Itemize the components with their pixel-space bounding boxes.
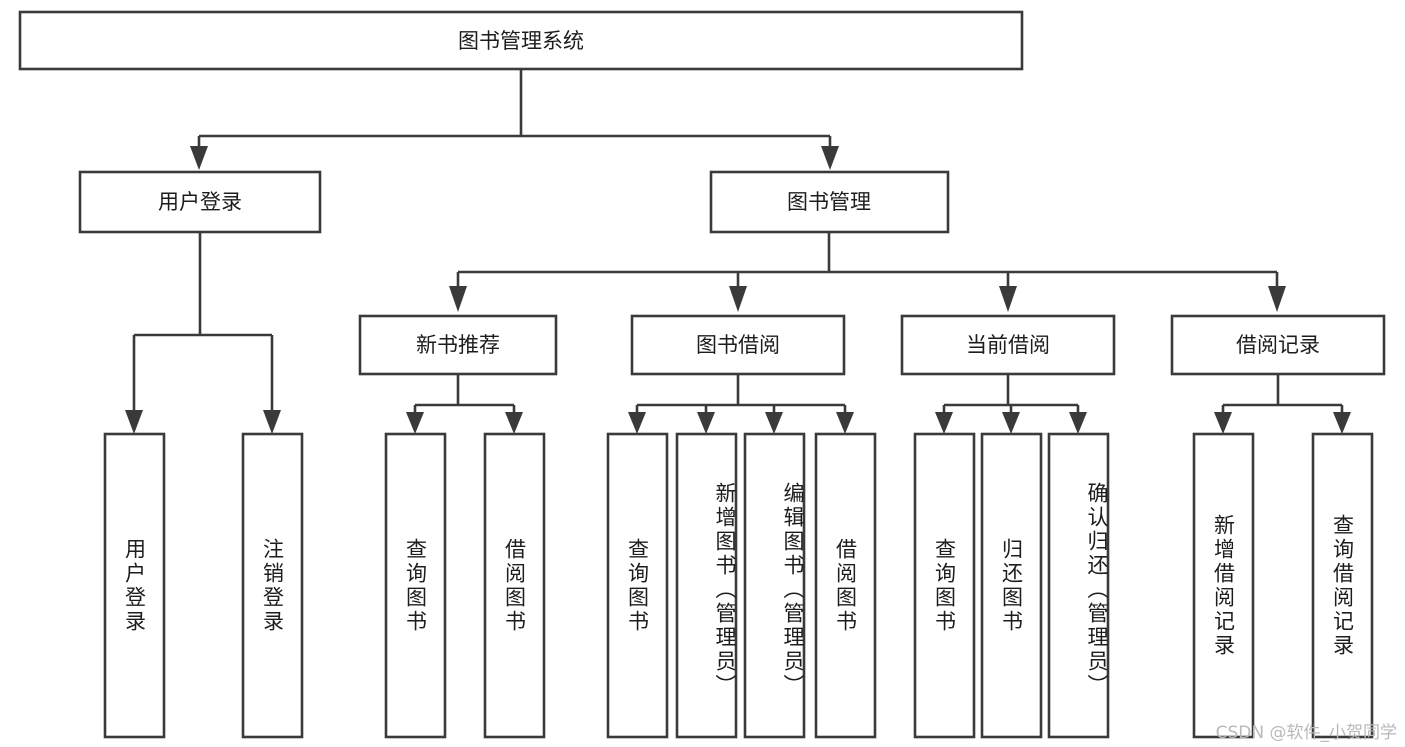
arrowhead-leaf-confirm-return-icon: [1069, 412, 1087, 434]
arrowhead-borrow-record-icon: [1268, 286, 1286, 312]
arrowhead-leaf-logout-icon: [263, 410, 281, 434]
node-borrow-record-box[interactable]: [1170, 314, 1386, 376]
arrowhead-current-borrow-icon: [999, 286, 1017, 312]
arrowhead-leaf-edit-book-icon: [765, 412, 783, 434]
leaf-user-login-box[interactable]: [103, 432, 166, 739]
arrowhead-leaf-borrow-book-2-icon: [836, 412, 854, 434]
leaf-borrow-book-2-box[interactable]: [814, 432, 877, 739]
leaf-add-record-box[interactable]: [1192, 432, 1255, 739]
node-borrow-record-label: 借阅记录: [1236, 333, 1320, 357]
arrowhead-leaf-add-book-icon: [697, 412, 715, 434]
arrowhead-borrow-book-icon: [729, 286, 747, 312]
leaf-borrow-book-1-box[interactable]: [483, 432, 546, 739]
watermark-text: CSDN @软件_小贺同学: [1215, 723, 1397, 743]
arrowhead-leaf-query-record-icon: [1333, 412, 1351, 434]
leaf-query-book-2-box[interactable]: [606, 432, 669, 739]
node-book-management-label: 图书管理: [787, 190, 871, 214]
leaf-return-book-box[interactable]: [980, 432, 1043, 739]
node-new-book-box[interactable]: [358, 314, 558, 376]
arrowhead-leaf-add-record-icon: [1214, 412, 1232, 434]
leaf-query-book-1-box[interactable]: [384, 432, 447, 739]
leaf-confirm-return-box[interactable]: [1047, 432, 1110, 739]
arrowhead-leaf-borrow-book-1-icon: [505, 412, 523, 434]
arrowhead-leaf-query-book-1-icon: [406, 412, 424, 434]
arrowhead-leaf-query-book-3-icon: [935, 412, 953, 434]
arrowhead-leaf-query-book-2-icon: [628, 412, 646, 434]
leaf-query-book-3-box[interactable]: [913, 432, 976, 739]
leaf-add-book-box[interactable]: [675, 432, 738, 739]
arrowhead-leaf-user-login-icon: [125, 410, 143, 434]
node-current-borrow-label: 当前借阅: [966, 333, 1050, 357]
leaf-logout-box[interactable]: [241, 432, 304, 739]
arrowhead-bookmgmt-icon: [821, 146, 839, 170]
node-current-borrow-box[interactable]: [900, 314, 1116, 376]
leaf-query-record-box[interactable]: [1311, 432, 1374, 739]
arrowhead-login-icon: [190, 146, 208, 170]
node-new-book-label: 新书推荐: [416, 333, 500, 357]
node-root-box[interactable]: [18, 10, 1024, 71]
arrowhead-new-book-icon: [449, 286, 467, 312]
arrowhead-leaf-return-book-icon: [1002, 412, 1020, 434]
node-book-management-box[interactable]: [709, 170, 950, 234]
node-borrow-book-box[interactable]: [630, 314, 846, 376]
node-borrow-book-label: 图书借阅: [696, 333, 780, 357]
leaf-edit-book-box[interactable]: [743, 432, 806, 739]
node-root-label: 图书管理系统: [458, 29, 584, 53]
node-user-login-label: 用户登录: [158, 190, 242, 214]
